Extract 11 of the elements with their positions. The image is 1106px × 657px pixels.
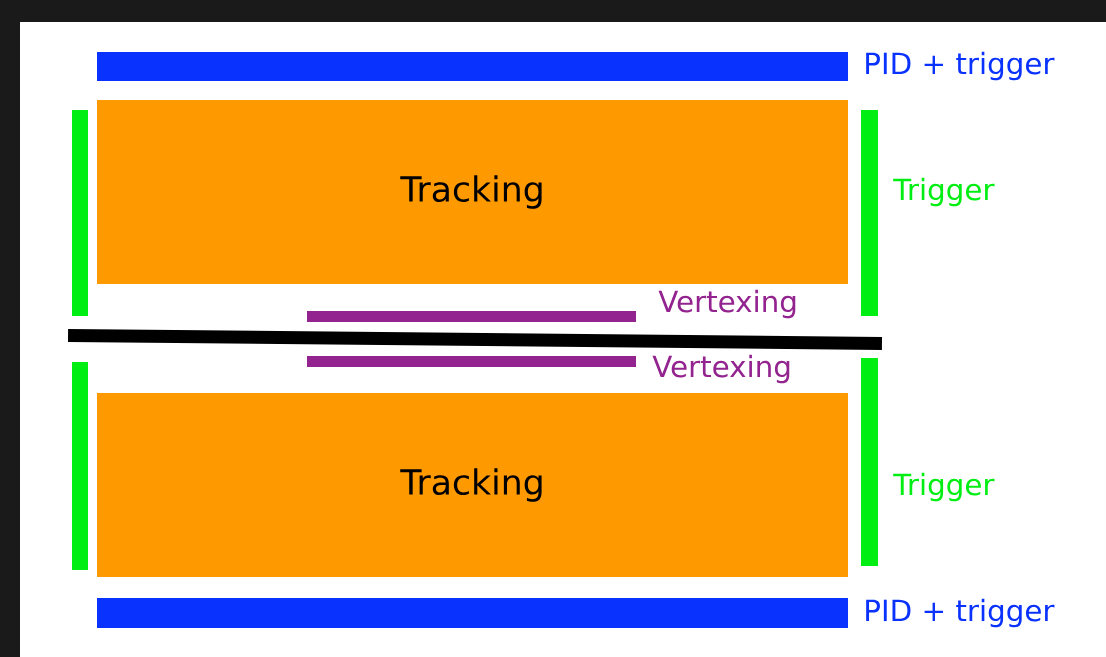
beam-pipe <box>67 329 883 350</box>
bar-label: Vertexing <box>658 289 796 319</box>
bar-label: Vertexing <box>652 354 790 384</box>
bar-label: Trigger <box>893 177 995 207</box>
detector-bar <box>72 362 88 570</box>
bar-label: PID + trigger <box>866 598 1055 628</box>
detector-bar <box>72 110 88 316</box>
bar-label: PID + trigger <box>866 51 1055 81</box>
tracking-box: Tracking <box>97 100 848 284</box>
tracking-box: Tracking <box>97 393 848 577</box>
bar-label: Trigger <box>893 472 995 502</box>
